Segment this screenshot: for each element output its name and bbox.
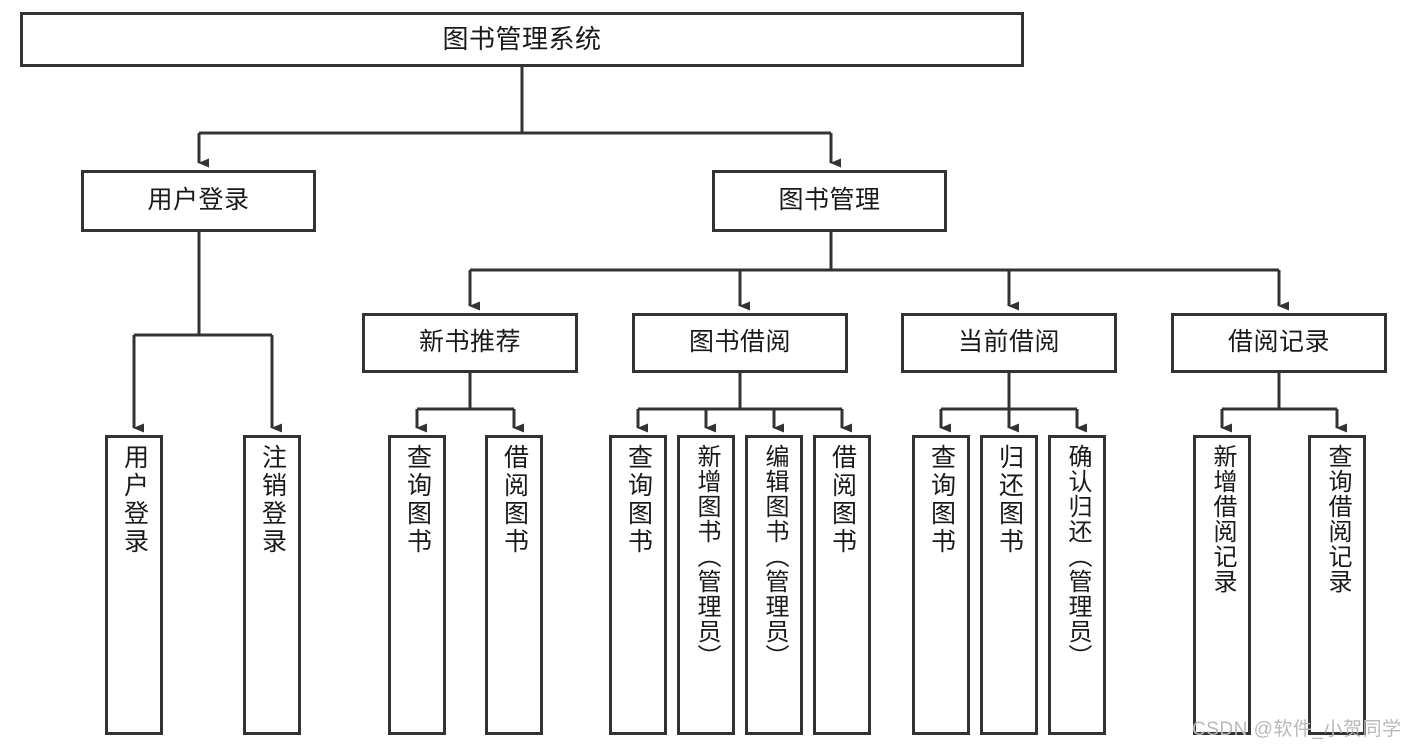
node-label: 图书借阅 bbox=[688, 328, 791, 357]
node-label: 查询图书 bbox=[624, 444, 653, 556]
leaf-borrow-book-recommend[interactable]: 借阅图书 bbox=[485, 435, 543, 735]
node-label: 当前借阅 bbox=[957, 328, 1060, 357]
node-current-borrow[interactable]: 当前借阅 bbox=[901, 313, 1117, 373]
node-label: 注销登录 bbox=[258, 444, 287, 556]
node-label: 图书管理系统 bbox=[442, 24, 602, 55]
leaf-add-borrow-record[interactable]: 新增借阅记录 bbox=[1193, 435, 1251, 735]
leaf-add-book-admin[interactable]: 新增图书（管理员） bbox=[677, 435, 735, 735]
leaf-logout-login[interactable]: 注销登录 bbox=[243, 435, 301, 735]
node-label: 借阅记录 bbox=[1227, 328, 1330, 357]
node-label: 用户登录 bbox=[120, 444, 149, 556]
node-book-borrow[interactable]: 图书借阅 bbox=[632, 313, 848, 373]
node-label: 新增图书（管理员） bbox=[693, 444, 720, 669]
node-label: 图书管理 bbox=[778, 186, 881, 215]
node-label: 确认归还（管理员） bbox=[1064, 444, 1091, 669]
node-label: 用户登录 bbox=[147, 186, 250, 215]
leaf-confirm-return-admin[interactable]: 确认归还（管理员） bbox=[1048, 435, 1106, 735]
leaf-return-book[interactable]: 归还图书 bbox=[980, 435, 1038, 735]
csdn-watermark: CSDN @软件_小贺同学 bbox=[1192, 719, 1402, 740]
leaf-query-borrow-record[interactable]: 查询借阅记录 bbox=[1308, 435, 1366, 735]
leaf-edit-book-admin[interactable]: 编辑图书（管理员） bbox=[745, 435, 803, 735]
node-label: 查询图书 bbox=[927, 444, 956, 556]
node-label: 归还图书 bbox=[995, 444, 1024, 556]
node-label: 新书推荐 bbox=[418, 328, 521, 357]
node-user-login[interactable]: 用户登录 bbox=[81, 170, 316, 232]
node-label: 查询借阅记录 bbox=[1324, 444, 1351, 594]
node-book-manage[interactable]: 图书管理 bbox=[712, 170, 947, 232]
leaf-query-book-recommend[interactable]: 查询图书 bbox=[388, 435, 446, 735]
node-label: 编辑图书（管理员） bbox=[761, 444, 788, 669]
node-label: 借阅图书 bbox=[828, 444, 857, 556]
leaf-borrow-book-borrow[interactable]: 借阅图书 bbox=[813, 435, 871, 735]
node-new-book-recommend[interactable]: 新书推荐 bbox=[362, 313, 578, 373]
node-root-book-management-system[interactable]: 图书管理系统 bbox=[20, 12, 1024, 67]
leaf-user-login[interactable]: 用户登录 bbox=[105, 435, 163, 735]
node-label: 借阅图书 bbox=[500, 444, 529, 556]
leaf-query-book-borrow[interactable]: 查询图书 bbox=[609, 435, 667, 735]
node-label: 查询图书 bbox=[403, 444, 432, 556]
node-label: 新增借阅记录 bbox=[1209, 444, 1236, 594]
leaf-query-book-current[interactable]: 查询图书 bbox=[912, 435, 970, 735]
node-borrow-record[interactable]: 借阅记录 bbox=[1171, 313, 1387, 373]
